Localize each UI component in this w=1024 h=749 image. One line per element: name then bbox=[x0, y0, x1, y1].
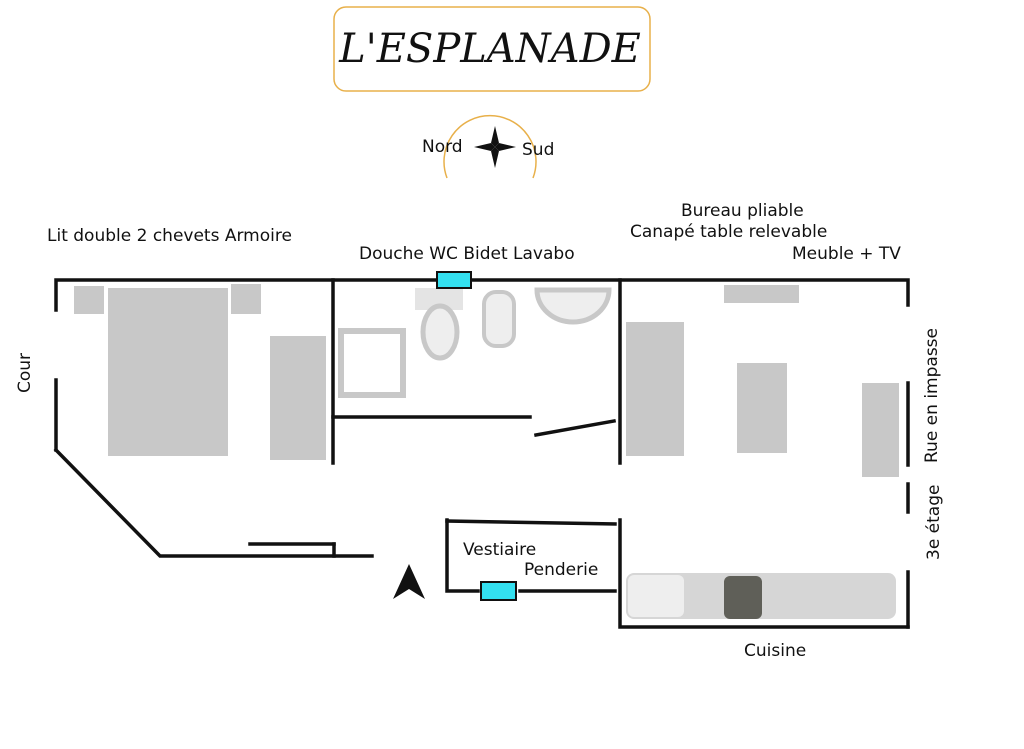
wardrobe-cabinet bbox=[270, 336, 326, 460]
compass-rose-icon bbox=[474, 126, 516, 168]
wc-bowl bbox=[420, 303, 460, 361]
street-label: Rue en impasse bbox=[922, 328, 942, 463]
cloakroom-window bbox=[480, 581, 517, 601]
kitchen-label: Cuisine bbox=[744, 641, 806, 661]
folding-table bbox=[737, 363, 787, 453]
kitchen-stove bbox=[724, 576, 762, 619]
nightstand-left bbox=[74, 286, 104, 314]
title-box bbox=[333, 6, 651, 92]
double-bed bbox=[108, 288, 228, 456]
floor-label: 3e étage bbox=[924, 485, 944, 560]
living-label-desk: Bureau pliable bbox=[681, 201, 804, 221]
wc-tank bbox=[415, 288, 463, 310]
living-label-sofa: Canapé table relevable bbox=[630, 222, 827, 242]
living-label-tv: Meuble + TV bbox=[792, 244, 901, 264]
tv-cabinet bbox=[862, 383, 899, 477]
compass-north-label: Nord bbox=[422, 137, 463, 157]
bathroom-window bbox=[436, 271, 472, 289]
wardrobe-label: Penderie bbox=[524, 560, 598, 580]
bidet bbox=[482, 290, 516, 348]
shower bbox=[338, 328, 406, 398]
folding-desk bbox=[724, 285, 799, 303]
courtyard-label: Cour bbox=[15, 353, 35, 393]
washbasin bbox=[534, 287, 612, 325]
page-title: L'ESPLANADE bbox=[338, 26, 641, 72]
walls bbox=[53, 278, 910, 629]
cloakroom-label: Vestiaire bbox=[463, 540, 536, 560]
compass-arc bbox=[443, 114, 537, 179]
entrance-arrow-icon bbox=[393, 564, 425, 599]
bedroom-label: Lit double 2 chevets Armoire bbox=[47, 226, 292, 246]
nightstand-right bbox=[231, 284, 261, 314]
sofa bbox=[626, 322, 684, 456]
kitchen-sink bbox=[628, 575, 684, 617]
compass-south-label: Sud bbox=[522, 140, 554, 160]
bathroom-label: Douche WC Bidet Lavabo bbox=[359, 244, 575, 264]
